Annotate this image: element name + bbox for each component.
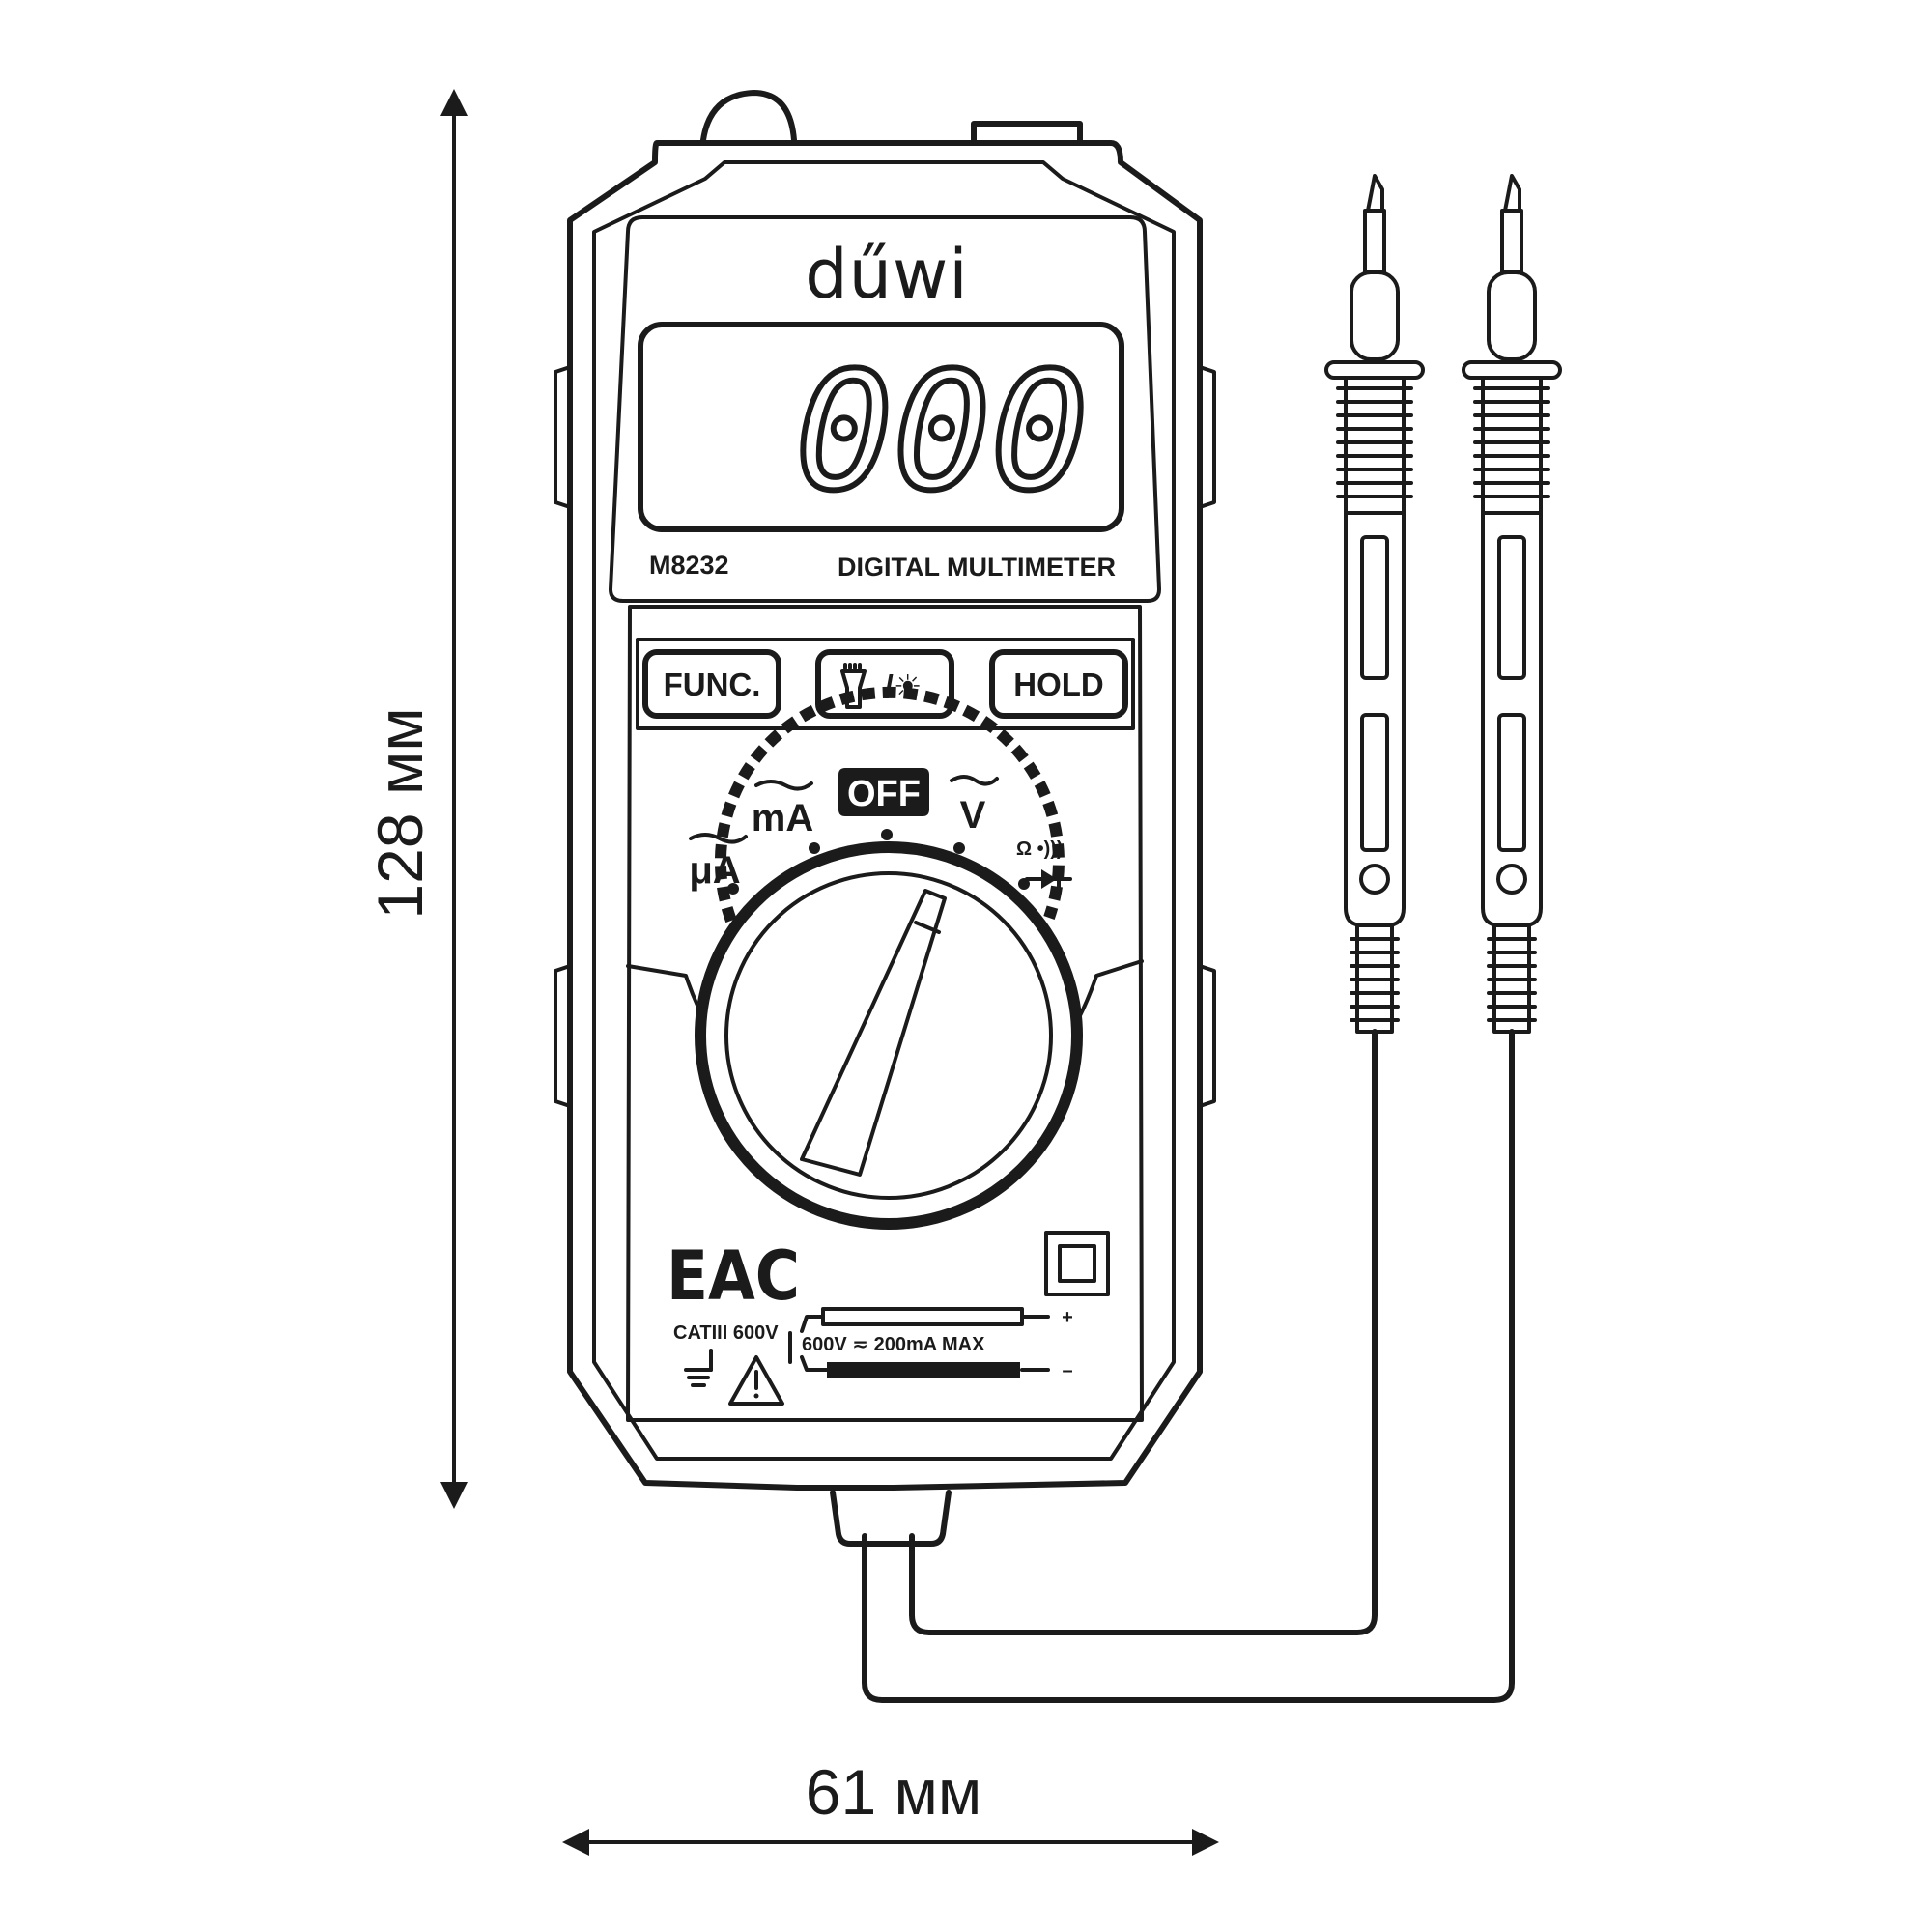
red-lead-wire bbox=[909, 1029, 1378, 1635]
svg-text:Ω •))): Ω •))) bbox=[1016, 838, 1064, 860]
left-grip bbox=[554, 365, 572, 509]
ncv-sensor-tip bbox=[700, 90, 797, 143]
off-label: OFF bbox=[847, 774, 921, 814]
multimeter-body: dűwi 000 M8232 DIGITAL MULTIMETER FUNC. … bbox=[554, 90, 1216, 1547]
right-grip-lower bbox=[1198, 964, 1216, 1108]
dial-position-dot bbox=[727, 883, 739, 895]
left-grip-lower bbox=[554, 964, 572, 1108]
bumper-inner bbox=[592, 160, 1176, 1461]
warning-triangle-icon bbox=[728, 1355, 784, 1406]
flashlight-icon bbox=[840, 663, 867, 709]
jack-polarity-diagram: + 600V ≂ 200mA MAX – bbox=[800, 1307, 1073, 1381]
right-grip bbox=[1198, 365, 1216, 509]
width-dimension: 61 мм bbox=[562, 1756, 1219, 1856]
height-dimension: 128 мм bbox=[364, 89, 468, 1509]
lcd-screen bbox=[638, 322, 1124, 532]
dial-position-dot bbox=[809, 842, 820, 854]
device-type-label: DIGITAL MULTIMETER bbox=[838, 553, 1116, 582]
arrow-right-icon bbox=[1192, 1829, 1219, 1856]
func-button-label: FUNC. bbox=[664, 667, 761, 702]
arrow-down-icon bbox=[440, 1482, 468, 1509]
func-button[interactable]: FUNC. bbox=[642, 649, 781, 719]
eac-certification-mark: EAC bbox=[667, 1236, 800, 1316]
height-dimension-label: 128 мм bbox=[364, 707, 436, 919]
outer-shell bbox=[567, 140, 1203, 1491]
button-panel bbox=[636, 638, 1135, 730]
positive-jack-bar bbox=[821, 1307, 1024, 1326]
ground-icon bbox=[684, 1349, 713, 1387]
lcd-reading: 000 bbox=[795, 337, 1088, 526]
svg-text:μA: μA bbox=[689, 849, 740, 892]
range-ohm-continuity: Ω •))) bbox=[1016, 838, 1072, 893]
range-microamp: μA bbox=[689, 833, 748, 892]
double-insulation-icon bbox=[1044, 1231, 1110, 1296]
test-lead-wires bbox=[862, 1029, 1515, 1703]
arrow-up-icon bbox=[440, 89, 468, 116]
jack-rating-label: 600V ≂ 200mA MAX bbox=[802, 1334, 985, 1355]
knob-pointer bbox=[800, 889, 947, 1177]
svg-text:V: V bbox=[960, 794, 986, 837]
negative-jack-bar bbox=[827, 1362, 1020, 1378]
black-lead-wire bbox=[862, 1029, 1515, 1703]
width-dimension-label: 61 мм bbox=[806, 1756, 982, 1828]
minus-sign: – bbox=[1062, 1360, 1072, 1381]
light-button[interactable]: /☀ bbox=[815, 649, 954, 719]
test-probe-icon bbox=[1324, 174, 1425, 1034]
range-voltage: V bbox=[950, 775, 999, 837]
lead-jack-housing bbox=[830, 1490, 952, 1547]
hold-button[interactable]: HOLD bbox=[989, 649, 1128, 719]
arrow-left-icon bbox=[562, 1829, 589, 1856]
test-probe-right bbox=[1462, 174, 1562, 1034]
range-milliamp: mA bbox=[752, 780, 813, 839]
test-probe-left bbox=[1324, 174, 1425, 1034]
upper-faceplate bbox=[609, 215, 1161, 603]
hold-button-label: HOLD bbox=[1013, 667, 1104, 702]
svg-text:mA: mA bbox=[752, 797, 813, 839]
plus-sign: + bbox=[1062, 1307, 1073, 1328]
diode-icon bbox=[1025, 866, 1072, 893]
model-label: M8232 bbox=[649, 551, 729, 580]
dial-position-dot bbox=[881, 829, 893, 840]
test-probe-icon bbox=[1462, 174, 1562, 1034]
dial-scale-arc bbox=[714, 686, 1065, 923]
off-position-badge bbox=[838, 768, 929, 816]
brand-logo: dűwi bbox=[805, 235, 969, 314]
cat-rating-label: CATIII 600V bbox=[673, 1322, 779, 1344]
lower-faceplate bbox=[626, 605, 1144, 1422]
dial-position-dot bbox=[953, 842, 965, 854]
rotary-selector-knob[interactable] bbox=[695, 841, 1083, 1230]
